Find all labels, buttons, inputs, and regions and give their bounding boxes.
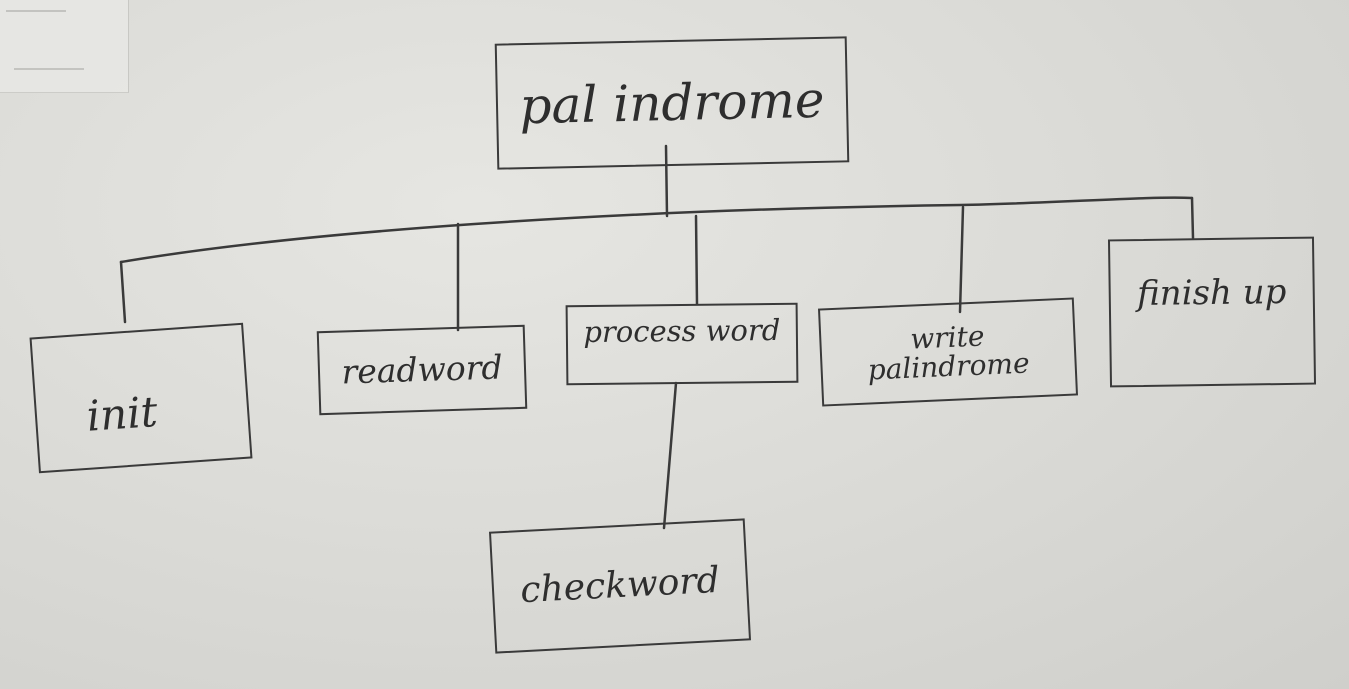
node-write-palindrome-label: write palindrome [867, 319, 1031, 387]
node-init-label: init [85, 386, 160, 441]
node-finish-up: finish up [1107, 236, 1317, 388]
node-readword-label: readword [340, 347, 504, 392]
note-scribble [6, 10, 66, 12]
node-process-word: process word [565, 302, 799, 386]
root-node-palindrome: pal indrome [494, 36, 850, 170]
note-scribble [14, 68, 84, 70]
root-trunk-line [664, 144, 669, 218]
drop-checkword [662, 381, 678, 530]
root-node-label: pal indrome [518, 70, 826, 135]
bus-line [119, 196, 1194, 264]
drop-process-word [694, 214, 699, 306]
drop-write-palindrome [958, 205, 965, 314]
drop-init [119, 260, 127, 324]
node-readword: readword [316, 324, 528, 416]
node-finish-up-label: finish up [1136, 271, 1287, 315]
node-checkword: checkword [488, 518, 752, 654]
node-write-palindrome: write palindrome [817, 297, 1079, 407]
node-checkword-label: checkword [519, 559, 721, 612]
drop-finish-up [1190, 196, 1195, 240]
node-process-word-label: process word [583, 312, 781, 350]
node-init: init [29, 322, 253, 474]
sticky-note-corner [0, 0, 129, 93]
